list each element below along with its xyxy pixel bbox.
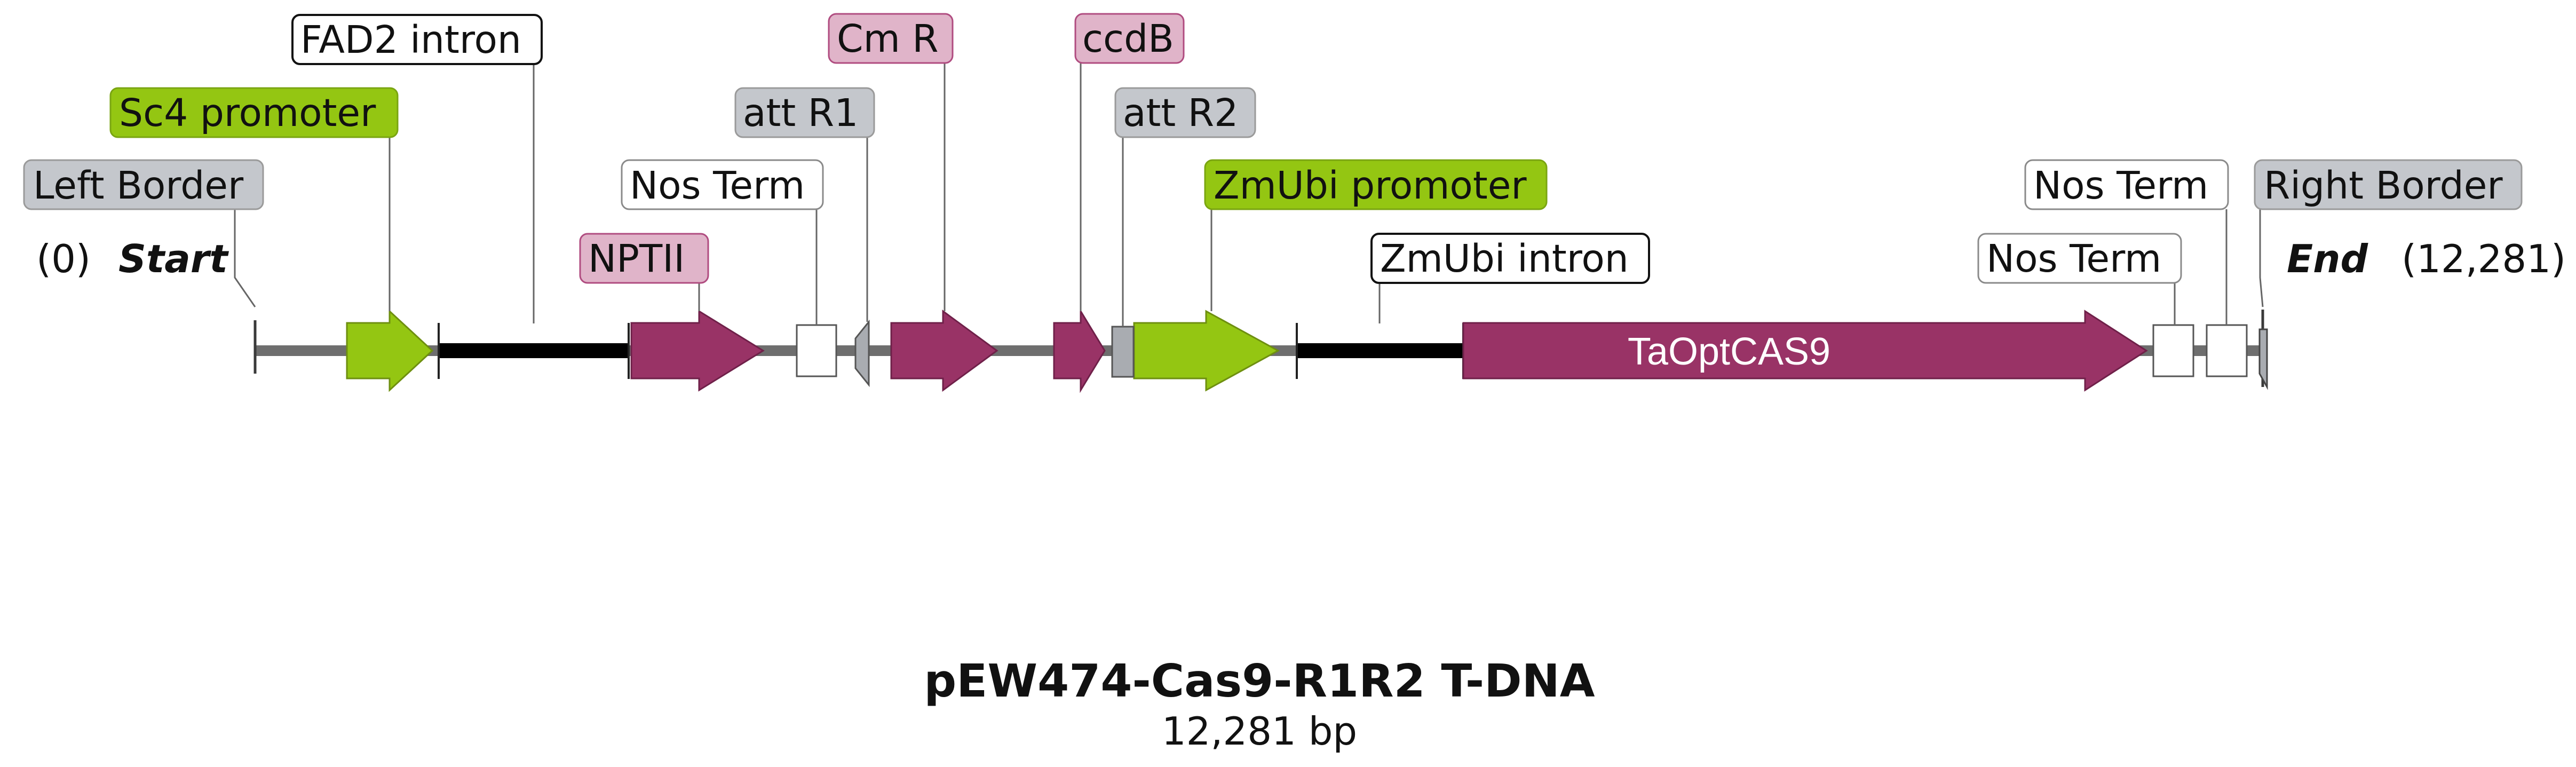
label-nptii: NPTII [579, 233, 709, 284]
nos-term-3-feature [2206, 324, 2248, 377]
label-zmubi-promoter: ZmUbi promoter [1204, 159, 1548, 210]
zmubi-intron-feature [1297, 343, 1463, 358]
nos-term-1-label: Nos Term [630, 163, 805, 208]
right-border-leader [2259, 209, 2264, 307]
att-r2-label: att R2 [1123, 91, 1238, 135]
zmubi-promoter-feature [1133, 310, 1280, 392]
taoptcas9-feature [1462, 310, 2148, 392]
label-fad2-intron: FAD2 intron [291, 14, 543, 65]
att-r2-feature [1111, 326, 1135, 378]
nptii-feature [630, 310, 765, 392]
leader-lines [234, 63, 2264, 327]
label-att-r2: att R2 [1114, 87, 1256, 138]
sc4-promoter-label: Sc4 promoter [119, 91, 376, 135]
label-nos-term-1: Nos Term [621, 159, 824, 210]
fad2-intron-feature [439, 343, 629, 358]
nos-term-1-feature [796, 324, 837, 377]
label-nos-term-2: Nos Term [1977, 233, 2182, 284]
left-border-leader [234, 209, 256, 307]
map-title: pEW474-Cas9-R1R2 T-DNA [924, 655, 1595, 708]
att-r1-feature [854, 319, 870, 388]
fad2-intron-label: FAD2 intron [300, 18, 521, 62]
nptii-label: NPTII [588, 236, 685, 281]
label-left-border: Left Border [23, 159, 264, 210]
end-label: End [2287, 236, 2368, 281]
label-cm-r: Cm R [828, 13, 954, 64]
zmubi-promoter-label: ZmUbi promoter [1214, 163, 1527, 208]
zmubi-intron-label: ZmUbi intron [1380, 236, 1629, 281]
cm-r-feature [890, 310, 998, 392]
start-position: (0) [36, 236, 91, 281]
right-border-label: Right Border [2264, 163, 2503, 208]
ccdb-label: ccdB [1082, 17, 1174, 61]
att-r1-label: att R1 [743, 91, 858, 135]
nos-term-3-label: Nos Term [2033, 163, 2208, 208]
sc4-promoter-feature [346, 309, 434, 392]
end-position: (12,281) [2401, 236, 2566, 281]
cm-r-label: Cm R [837, 17, 939, 61]
start-label: Start [118, 236, 229, 281]
label-sc4-promoter: Sc4 promoter [109, 87, 399, 138]
map-subtitle: 12,281 bp [1162, 709, 1357, 754]
ccdb-feature [1053, 308, 1106, 393]
label-zmubi-intron: ZmUbi intron [1370, 233, 1650, 284]
right-border-feature [2258, 328, 2268, 390]
label-ccdb: ccdB [1074, 13, 1185, 64]
label-nos-term-3: Nos Term [2024, 159, 2229, 210]
label-att-r1: att R1 [734, 87, 875, 138]
label-right-border: Right Border [2254, 159, 2523, 210]
taoptcas9-name: TaOptCAS9 [1628, 330, 1830, 373]
left-border-label: Left Border [33, 163, 244, 208]
nos-term-2-feature [2152, 324, 2194, 377]
nos-term-2-label: Nos Term [1986, 236, 2161, 281]
